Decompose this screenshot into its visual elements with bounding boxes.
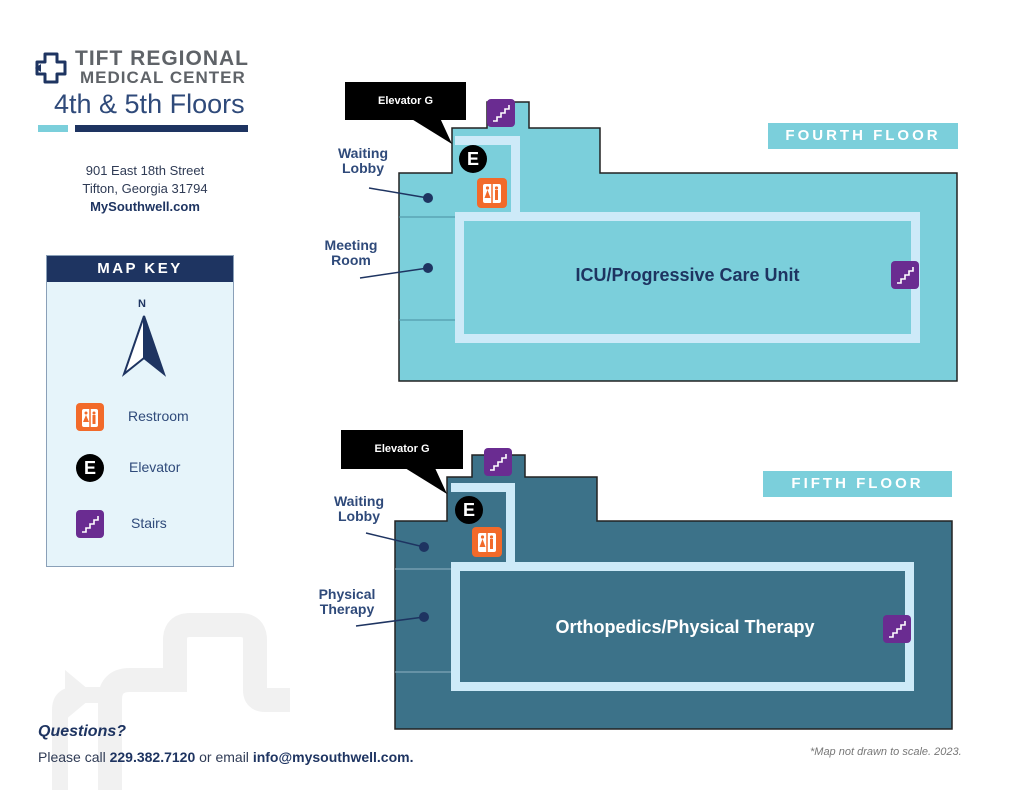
fifth-floor-tag: FIFTH FLOOR [763, 471, 952, 497]
org-name-line1: TIFT REGIONAL [75, 47, 249, 70]
page-title: 4th & 5th Floors [54, 89, 245, 119]
cross-arrow-logo-icon [35, 52, 67, 84]
accent-bar-light [38, 125, 68, 132]
key-label-restroom: Restroom [128, 408, 189, 424]
address-city: Tifton, Georgia 31794 [82, 181, 208, 196]
stairs-icon [487, 99, 515, 127]
stairs-icon [891, 261, 919, 289]
fourth-floor-outline [398, 101, 958, 382]
address-block: 901 East 18th Street Tifton, Georgia 317… [40, 162, 250, 216]
restroom-icon [76, 403, 104, 431]
fourth-floor-plan [359, 101, 958, 382]
unit-label-icu: ICU/Progressive Care Unit [575, 265, 800, 285]
unit-label-orthopedics: Orthopedics/Physical Therapy [555, 617, 815, 637]
stairs-icon [883, 615, 911, 643]
website-link[interactable]: MySouthwell.com [90, 199, 200, 214]
elevator-icon: E [454, 495, 484, 525]
phone-number[interactable]: 229.382.7120 [109, 749, 196, 765]
waiting-lobby-marker [419, 542, 429, 552]
elevator-icon: E [76, 454, 104, 482]
key-label-elevator: Elevator [129, 459, 181, 475]
map-key: MAP KEY N Restroom E Elevator Stairs [46, 255, 234, 567]
elevator-icon: E [459, 145, 487, 173]
restroom-icon [477, 178, 507, 208]
email-link[interactable]: info@mysouthwell.com. [252, 749, 414, 765]
fifth-floor-outline [394, 454, 953, 730]
compass-north-label: N [138, 298, 146, 310]
compass-arrow-icon [122, 315, 167, 377]
meeting-room-marker [423, 263, 433, 273]
corridor [455, 136, 520, 212]
fifth-floor-plan [355, 454, 953, 730]
waiting-lobby-marker [423, 193, 433, 203]
key-label-stairs: Stairs [131, 515, 167, 531]
map-key-title: MAP KEY [47, 256, 233, 282]
contact-line: Please call 229.382.7120 or email info@m… [38, 749, 414, 765]
disclaimer: *Map not drawn to scale. 2023. [810, 746, 962, 758]
elevator-callout: Elevator G [341, 430, 463, 469]
stairs-icon [76, 510, 104, 538]
accent-bar-dark [75, 125, 248, 132]
questions-heading: Questions? [38, 723, 127, 740]
corridor [451, 483, 515, 562]
restroom-icon [472, 527, 502, 557]
address-street: 901 East 18th Street [85, 163, 205, 178]
stairs-icon [484, 448, 512, 476]
physical-therapy-marker [419, 612, 429, 622]
org-name-line2: MEDICAL CENTER [80, 68, 246, 87]
fourth-floor-tag: FOURTH FLOOR [768, 123, 958, 149]
elevator-callout: Elevator G [345, 82, 466, 120]
